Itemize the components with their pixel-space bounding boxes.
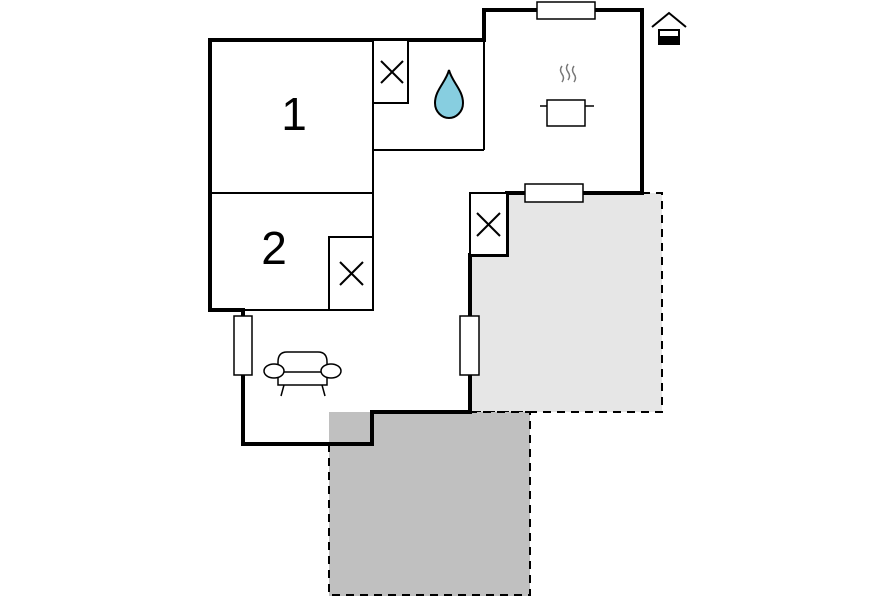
carport-area <box>328 411 531 596</box>
terrace-area <box>470 192 663 413</box>
carport-fill <box>329 412 530 596</box>
door-terrace <box>459 315 480 376</box>
wardrobe-x-icon <box>328 236 374 311</box>
wardrobe-x-icon <box>372 39 409 104</box>
window-living-west <box>233 315 253 376</box>
window-kitchen-north <box>536 1 596 20</box>
cooking-pot-icon <box>540 63 594 127</box>
window-kitchen-south <box>524 183 584 203</box>
windows <box>233 1 596 376</box>
room-label-2: 2 <box>261 222 287 274</box>
wardrobe-x-icon <box>469 192 508 256</box>
water-drop-icon <box>433 69 465 120</box>
carport-dashed-edge <box>328 411 531 596</box>
terrace-fill <box>470 193 662 412</box>
sofa-icon <box>263 351 342 397</box>
house-icon <box>651 11 687 45</box>
terrace-dashed-edge <box>470 192 663 413</box>
room-label-1: 1 <box>281 88 307 140</box>
